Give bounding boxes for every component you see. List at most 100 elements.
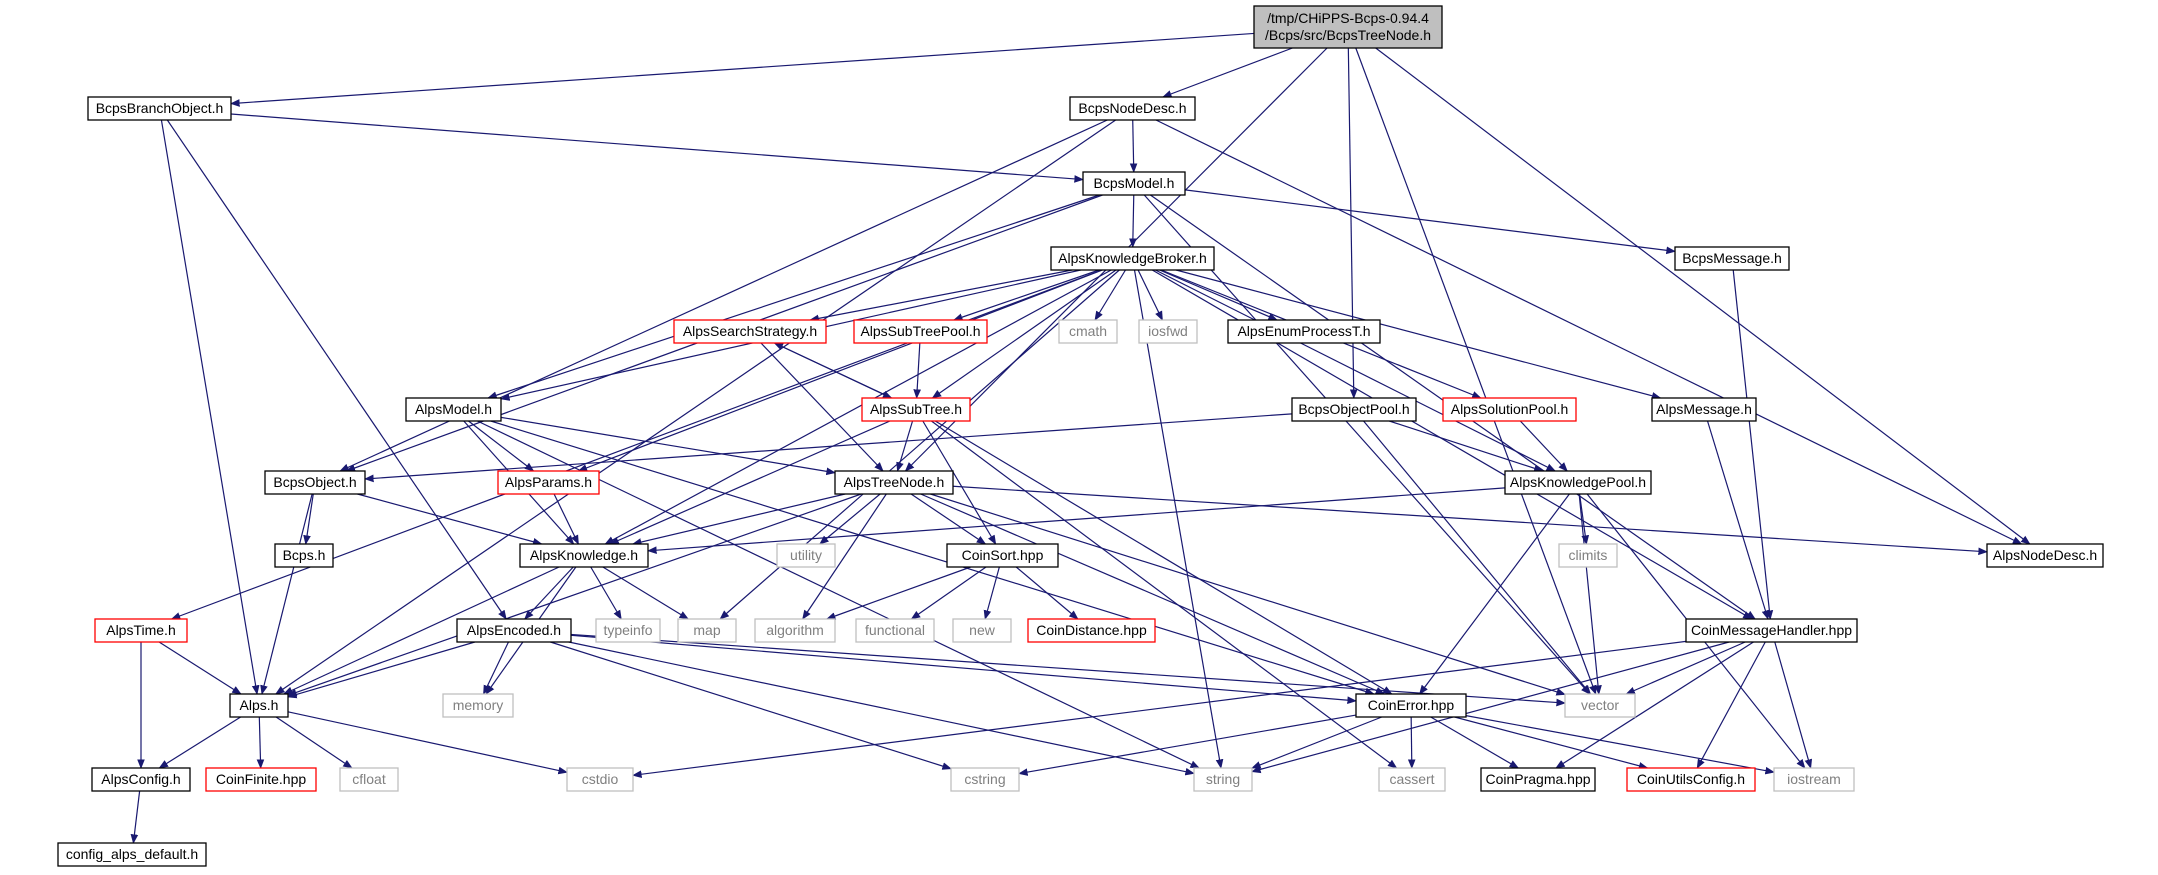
- node-box: [1685, 618, 1858, 643]
- node-algorithm[interactable]: algorithm: [754, 618, 836, 643]
- node-string[interactable]: string: [1193, 767, 1253, 792]
- node-root[interactable]: /tmp/CHiPPS-Bcps-0.94.4/Bcps/src/BcpsTre…: [1253, 5, 1443, 49]
- node-BcpsObjectPool[interactable]: BcpsObjectPool.h: [1291, 397, 1417, 422]
- edge-AlpsTreeNode-to-CoinError: [920, 493, 1386, 695]
- node-cstring[interactable]: cstring: [950, 767, 1020, 792]
- edge-CoinMessageHandler-to-string: [1251, 641, 1730, 774]
- node-iostream[interactable]: iostream: [1773, 767, 1855, 792]
- node-BcpsBranchObject[interactable]: BcpsBranchObject.h: [87, 96, 232, 121]
- edge-AlpsKnowledge-to-Alps: [283, 566, 560, 695]
- node-label: cassert: [1389, 771, 1434, 787]
- node-cassert[interactable]: cassert: [1378, 767, 1446, 792]
- edge-CoinSort-to-CoinDistance: [1015, 566, 1079, 620]
- node-AlpsSolutionPool[interactable]: AlpsSolutionPool.h: [1442, 397, 1577, 422]
- node-CoinMessageHandler[interactable]: CoinMessageHandler.hpp: [1685, 618, 1858, 643]
- node-map[interactable]: map: [677, 618, 737, 643]
- node-AlpsKnowledge[interactable]: AlpsKnowledge.h: [519, 543, 649, 568]
- node-cstdio[interactable]: cstdio: [566, 767, 634, 792]
- node-AlpsConfig[interactable]: AlpsConfig.h: [91, 767, 191, 792]
- node-box: [91, 767, 191, 792]
- node-CoinDistance[interactable]: CoinDistance.hpp: [1027, 618, 1156, 643]
- node-climits[interactable]: climits: [1558, 543, 1618, 568]
- node-AlpsKnowledgeBroker[interactable]: AlpsKnowledgeBroker.h: [1050, 246, 1215, 271]
- node-AlpsTime[interactable]: AlpsTime.h: [94, 618, 188, 643]
- node-vector[interactable]: vector: [1564, 693, 1636, 718]
- node-AlpsSubTree[interactable]: AlpsSubTree.h: [861, 397, 971, 422]
- node-new[interactable]: new: [952, 618, 1012, 643]
- node-box: [1674, 246, 1790, 271]
- node-box: [274, 543, 334, 568]
- node-utility[interactable]: utility: [776, 543, 836, 568]
- node-functional[interactable]: functional: [855, 618, 935, 643]
- edge-CoinMessageHandler-to-CoinUtilsConfig: [1696, 641, 1766, 769]
- node-config_alps_default[interactable]: config_alps_default.h: [57, 842, 207, 867]
- node-box: [456, 618, 572, 643]
- node-box: [673, 319, 827, 344]
- node-AlpsModel[interactable]: AlpsModel.h: [405, 397, 502, 422]
- node-Bcps[interactable]: Bcps.h: [274, 543, 334, 568]
- edge-AlpsKnowledgeBroker-to-cmath: [1094, 269, 1127, 321]
- node-box: [1986, 543, 2104, 568]
- edge-Alps-to-cfloat: [275, 716, 353, 769]
- edge-AlpsKnowledgeBroker-to-string: [1133, 269, 1224, 769]
- node-box: [1626, 767, 1756, 792]
- node-Alps[interactable]: Alps.h: [229, 693, 289, 718]
- node-BcpsObject[interactable]: BcpsObject.h: [264, 470, 366, 495]
- node-AlpsSubTreePool[interactable]: AlpsSubTreePool.h: [853, 319, 988, 344]
- node-box: [1027, 618, 1156, 643]
- node-cmath[interactable]: cmath: [1058, 319, 1118, 344]
- node-BcpsMessage[interactable]: BcpsMessage.h: [1674, 246, 1790, 271]
- node-iosfwd[interactable]: iosfwd: [1138, 319, 1198, 344]
- node-AlpsKnowledgePool[interactable]: AlpsKnowledgePool.h: [1504, 470, 1652, 495]
- node-box: [1442, 397, 1577, 422]
- edge-Alps-to-CoinFinite: [256, 716, 265, 769]
- node-label: map: [693, 622, 720, 638]
- edge-Alps-to-AlpsConfig: [158, 716, 241, 769]
- node-label: Bcps.h: [283, 547, 326, 563]
- node-box: [1050, 246, 1215, 271]
- node-memory[interactable]: memory: [442, 693, 514, 718]
- node-CoinPragma[interactable]: CoinPragma.hpp: [1480, 767, 1596, 792]
- edge-AlpsKnowledgeBroker-to-AlpsParams: [577, 269, 1103, 472]
- node-AlpsEnumProcessT[interactable]: AlpsEnumProcessT.h: [1227, 319, 1381, 344]
- node-label: AlpsConfig.h: [101, 771, 180, 787]
- node-CoinUtilsConfig[interactable]: CoinUtilsConfig.h: [1626, 767, 1756, 792]
- node-AlpsParams[interactable]: AlpsParams.h: [497, 470, 600, 495]
- node-box: [442, 693, 514, 718]
- node-BcpsModel[interactable]: BcpsModel.h: [1082, 171, 1186, 196]
- node-AlpsNodeDesc[interactable]: AlpsNodeDesc.h: [1986, 543, 2104, 568]
- edge-AlpsEncoded-to-vector: [570, 633, 1566, 707]
- node-AlpsTreeNode[interactable]: AlpsTreeNode.h: [834, 470, 954, 495]
- edge-AlpsTreeNode-to-vector: [930, 493, 1566, 696]
- node-label: CoinPragma.hpp: [1485, 771, 1590, 787]
- edge-BcpsMessage-to-CoinMessageHandler: [1732, 269, 1774, 620]
- node-label: new: [969, 622, 996, 638]
- node-label: BcpsObjectPool.h: [1298, 401, 1409, 417]
- node-typeinfo[interactable]: typeinfo: [595, 618, 661, 643]
- node-box: [94, 618, 188, 643]
- node-box: [57, 842, 207, 867]
- edge-BcpsBranchObject-to-BcpsModel: [230, 113, 1084, 183]
- node-BcpsNodeDesc[interactable]: BcpsNodeDesc.h: [1069, 96, 1196, 121]
- edge-BcpsObject-to-Alps: [260, 493, 313, 695]
- edge-AlpsParams-to-AlpsKnowledge: [553, 493, 579, 545]
- node-CoinSort[interactable]: CoinSort.hpp: [946, 543, 1059, 568]
- node-label: AlpsSearchStrategy.h: [683, 323, 817, 339]
- node-label: AlpsEnumProcessT.h: [1237, 323, 1370, 339]
- node-box: [1378, 767, 1446, 792]
- edge-BcpsModel-to-BcpsMessage: [1184, 189, 1676, 255]
- node-box: [1291, 397, 1417, 422]
- edge-AlpsSubTree-to-AlpsTreeNode: [896, 420, 914, 472]
- node-AlpsSearchStrategy[interactable]: AlpsSearchStrategy.h: [673, 319, 827, 344]
- node-AlpsMessage[interactable]: AlpsMessage.h: [1651, 397, 1757, 422]
- node-CoinError[interactable]: CoinError.hpp: [1355, 693, 1467, 718]
- node-box: [1227, 319, 1381, 344]
- node-cfloat[interactable]: cfloat: [339, 767, 399, 792]
- edge-AlpsKnowledgeBroker-to-AlpsEnumProcessT: [1159, 269, 1278, 321]
- node-label: AlpsMessage.h: [1656, 401, 1752, 417]
- node-AlpsEncoded[interactable]: AlpsEncoded.h: [456, 618, 572, 643]
- edge-AlpsKnowledgePool-to-AlpsKnowledge: [647, 487, 1506, 554]
- node-label: BcpsBranchObject.h: [96, 100, 224, 116]
- node-CoinFinite[interactable]: CoinFinite.hpp: [205, 767, 317, 792]
- edge-AlpsTreeNode-to-utility: [819, 493, 881, 545]
